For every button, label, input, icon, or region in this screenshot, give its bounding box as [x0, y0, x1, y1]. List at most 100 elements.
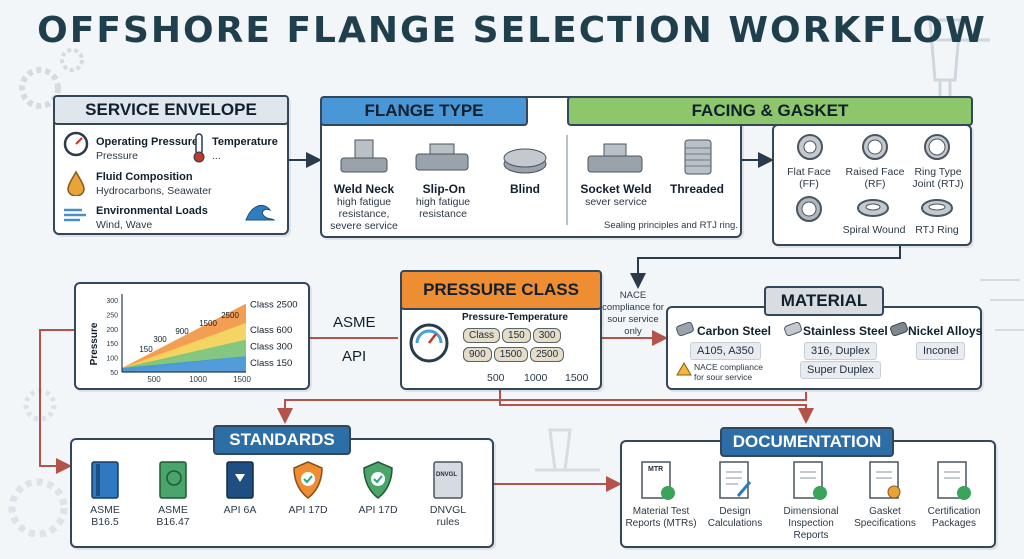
chart-band-2 [122, 339, 246, 372]
legend-entry: Class 600 [250, 325, 292, 336]
socket-weld-flange-icon [586, 142, 644, 183]
asme-b16-47-book-icon [158, 460, 188, 505]
chart-annotation: 900 [175, 327, 189, 336]
wind-icon [62, 205, 90, 230]
weld-neck-label: Weld Neck [333, 182, 395, 196]
standards-panel [70, 438, 494, 548]
service-envelope-header: SERVICE ENVELOPE [53, 95, 289, 125]
legend-entry: Class 300 [250, 342, 292, 353]
dnvgl-icon-text: DNVGL [436, 472, 457, 478]
nickel-grades: Inconel [916, 342, 966, 360]
gauge-icon [62, 130, 90, 163]
slip-on-sub: high fatigue resistance [415, 196, 471, 220]
chart-annotation: 300 [153, 335, 167, 344]
material-header: MATERIAL [764, 286, 884, 316]
legend-entry: Class 150 [250, 358, 292, 369]
carbon-steel-icon [676, 321, 694, 341]
chart-band-1 [122, 323, 246, 372]
chart-annotation: 150 [139, 345, 153, 354]
socket-weld-label: Socket Weld [580, 182, 652, 196]
blind-label: Blind [510, 182, 540, 196]
flat-face-ring-icon [795, 132, 825, 167]
class-pill: 2500 [529, 347, 565, 362]
standard-label[interactable]: API 6A [223, 504, 257, 516]
nickel-alloy-icon [890, 321, 908, 341]
droplet-icon [66, 170, 86, 201]
class-pill: 150 [502, 328, 531, 343]
stainless-steel-label: Stainless Steel [803, 324, 888, 338]
chart-annotation: 2500 [221, 311, 239, 320]
x-tick-label: 1000 [189, 375, 207, 384]
socket-weld-sub: sever service [585, 196, 647, 208]
environmental-loads-label: Environmental Loads [96, 205, 208, 217]
fluid-composition-sub: Hydrocarbons, Seawater [96, 185, 212, 197]
nickel-alloys-label: Nickel Alloys [908, 324, 983, 338]
standard-label[interactable]: API 17D [288, 504, 328, 516]
y-tick-label: 100 [106, 356, 118, 363]
temperature-sub: ... [212, 150, 221, 162]
doc-label[interactable]: Gasket Specifications [854, 506, 916, 529]
doc-label[interactable]: Material Test Reports (MTRs) [625, 506, 697, 529]
carbon-steel-grades: A105, A350 [690, 342, 761, 360]
standard-label[interactable]: ASME B16.5 [90, 504, 120, 528]
warning-icon [676, 362, 692, 381]
class-pill: 1500 [493, 347, 528, 362]
dnvgl-book-icon: DNVGL [432, 460, 464, 505]
standard-label[interactable]: DNVGL rules [429, 504, 467, 528]
design-calc-document-icon [718, 460, 754, 507]
pc-tick: 1500 [565, 372, 589, 384]
operating-pressure-sub: Pressure [96, 150, 139, 162]
doc-label[interactable]: Certification Packages [927, 506, 981, 529]
sealing-note: Sealing principles and RTJ ring. [604, 220, 738, 231]
asme-link[interactable]: ASME [333, 314, 376, 331]
slip-on-label: Slip-On [422, 182, 466, 196]
doc-label[interactable]: Dimensional Inspection Reports [783, 506, 839, 541]
weld-neck-flange-icon [337, 138, 391, 183]
pressure-temperature-subtitle: Pressure-Temperature [462, 312, 568, 323]
doc-label[interactable]: Design Calculations [707, 506, 763, 529]
api-link[interactable]: API [342, 348, 367, 365]
thermometer-icon [192, 132, 206, 169]
raised-face-label: Raised Face (RF) [845, 166, 905, 190]
class-pill: 900 [463, 347, 492, 362]
api-6a-book-icon [225, 460, 255, 505]
y-axis-label: Pressure [89, 322, 100, 365]
facing-gasket-header: FACING & GASKET [567, 96, 973, 126]
mtr-icon-text: MTR [648, 466, 664, 473]
chart-band-0 [122, 303, 246, 372]
pc-tick: 500 [487, 372, 505, 384]
threaded-flange-icon [679, 138, 717, 183]
inspection-report-icon [792, 460, 828, 507]
nace-note: NACE compliance for sour service only [602, 290, 664, 337]
operating-pressure-label: Operating Pressure [96, 136, 199, 148]
chart-band-3 [122, 356, 246, 372]
x-tick-label: 1500 [233, 375, 251, 384]
pressure-class-header: PRESSURE CLASS [400, 270, 602, 310]
spiral-wound-label: Spiral Wound [842, 224, 906, 236]
pc-tick: 1000 [524, 372, 548, 384]
y-tick-label: 200 [106, 327, 118, 334]
chart-annotation: 1500 [199, 319, 217, 328]
fluid-composition-label: Fluid Composition [96, 171, 193, 183]
blind-flange-icon [502, 146, 548, 181]
page-title: OFFSHORE FLANGE SELECTION WORKFLOW [37, 10, 987, 51]
stainless-grades: 316, Duplex [804, 342, 877, 360]
gasket-ring-icon [794, 194, 824, 229]
y-tick-label: 150 [106, 341, 118, 348]
standard-label[interactable]: ASME B16.47 [156, 504, 190, 528]
raised-face-ring-icon [860, 132, 890, 167]
rtj-label: Ring Type Joint (RTJ) [912, 166, 964, 190]
stainless-steel-icon [784, 321, 802, 341]
gasket-spec-document-icon [868, 460, 904, 507]
divider [566, 135, 568, 225]
asme-b16-5-book-icon [90, 460, 120, 505]
class-pill: 300 [532, 328, 562, 343]
y-tick-label: 250 [106, 312, 118, 319]
rtj-ring-icon [922, 132, 952, 167]
standard-label[interactable]: API 17D [358, 504, 398, 516]
legend-entry: Class 2500 [250, 300, 298, 311]
environmental-loads-sub: Wind, Wave [96, 219, 153, 231]
weld-neck-sub: high fatigue resistance, severe service [330, 196, 398, 232]
